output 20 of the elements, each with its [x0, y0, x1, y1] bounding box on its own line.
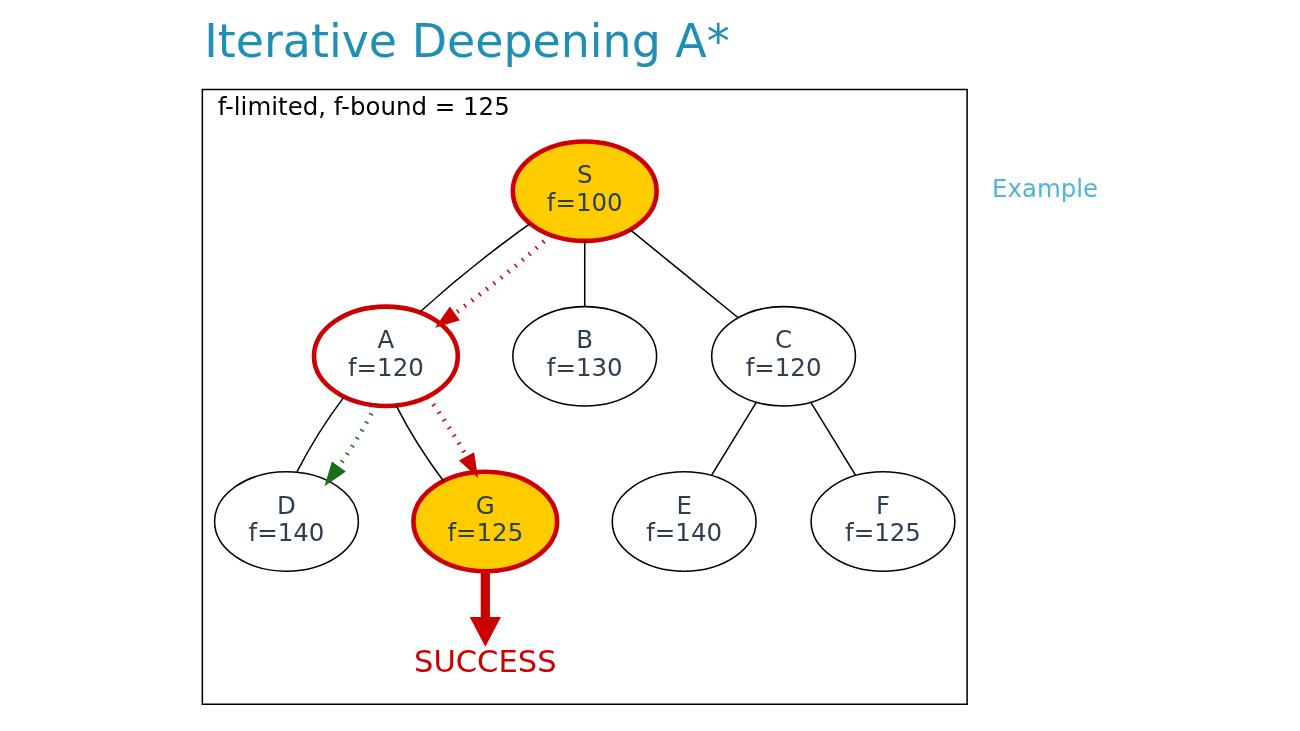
connector: [710, 401, 757, 477]
arrow: [469, 571, 501, 647]
connector: [394, 404, 444, 482]
connector: [295, 396, 345, 473]
diagram-title: Iterative Deepening A*: [203, 14, 730, 69]
arrow: [425, 395, 478, 478]
node-ellipse: C f=120: [710, 305, 856, 407]
connector: [583, 240, 585, 308]
node-ellipse: E f=140: [611, 471, 757, 572]
node-ellipse: B f=130: [511, 305, 657, 407]
connector: [629, 229, 739, 319]
connector: [809, 401, 856, 477]
arrow: [323, 404, 378, 487]
node-text: SUCCESS: [413, 644, 557, 680]
connector: [418, 223, 530, 313]
node-ellipse: F f=125: [809, 471, 956, 572]
label: Example: [991, 173, 1098, 203]
node-ellipse: G f=125: [410, 469, 559, 574]
node-ellipse: D f=140: [213, 471, 359, 572]
node-ellipse: S f=100: [510, 139, 659, 244]
